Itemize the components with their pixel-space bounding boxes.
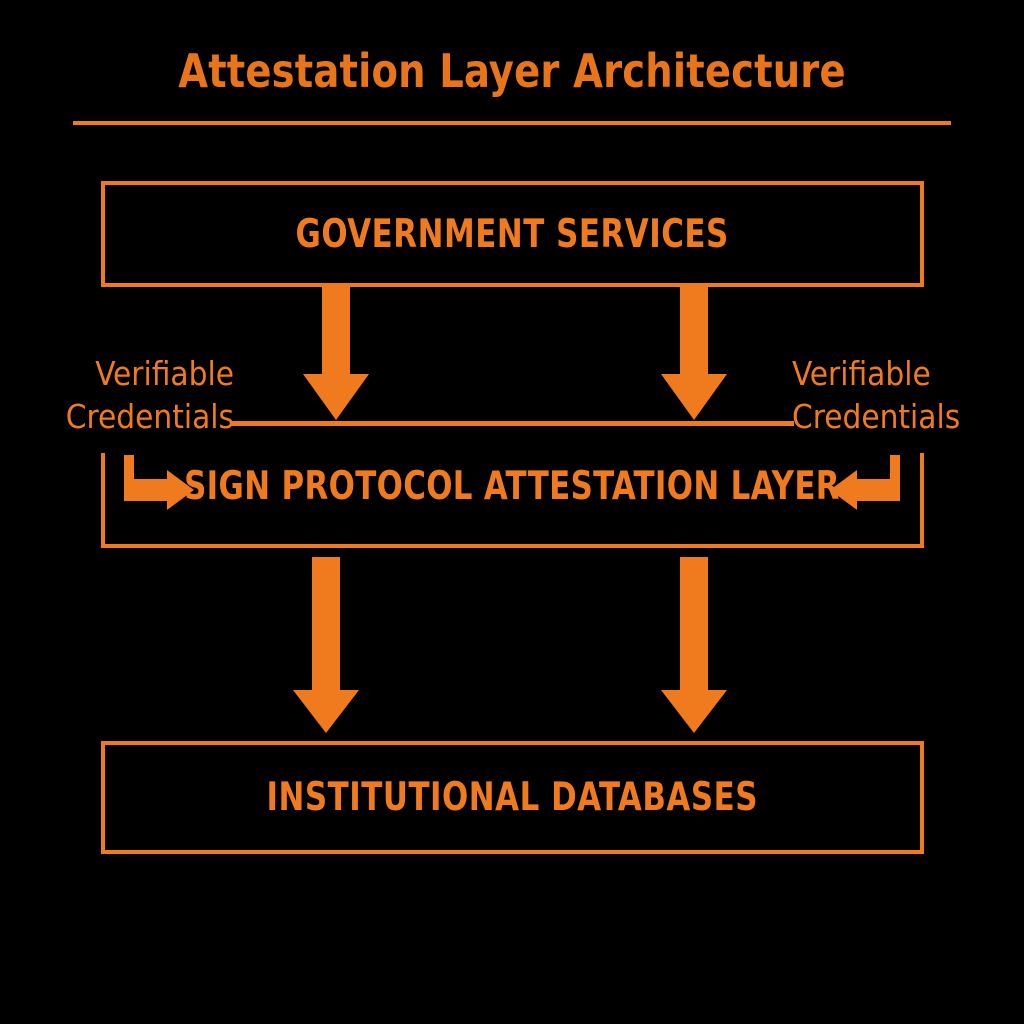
edge-label-verifiable-credentials-left: Verifiable Credentials (48, 352, 234, 438)
edge-label-right-line2: Credentials (792, 397, 961, 436)
node-institutional-databases-label: INSTITUTIONAL DATABASES (266, 775, 759, 820)
arrow-down-lower-right-icon (661, 557, 727, 733)
arrow-down-upper-left-icon (303, 287, 369, 420)
edge-label-verifiable-credentials-right: Verifiable Credentials (792, 352, 978, 438)
node-sign-protocol-attestation-layer-label: SIGN PROTOCOL ATTESTATION LAYER (184, 464, 840, 509)
node-sign-protocol-attestation-layer[interactable] (101, 453, 924, 548)
edge-label-left-line1: Verifiable (95, 354, 234, 393)
arrow-down-lower-left-icon (293, 557, 359, 733)
node-institutional-databases[interactable]: INSTITUTIONAL DATABASES (101, 741, 924, 854)
node-government-services[interactable]: GOVERNMENT SERVICES (101, 181, 924, 287)
edge-label-left-line2: Credentials (65, 397, 234, 436)
title-underline-rule (73, 121, 951, 125)
edge-label-right-line1: Verifiable (792, 354, 931, 393)
page-title: Attestation Layer Architecture (178, 44, 846, 98)
arrow-down-upper-right-icon (661, 287, 727, 420)
node-government-services-label: GOVERNMENT SERVICES (295, 211, 730, 257)
credentials-connector-rule (232, 421, 794, 426)
